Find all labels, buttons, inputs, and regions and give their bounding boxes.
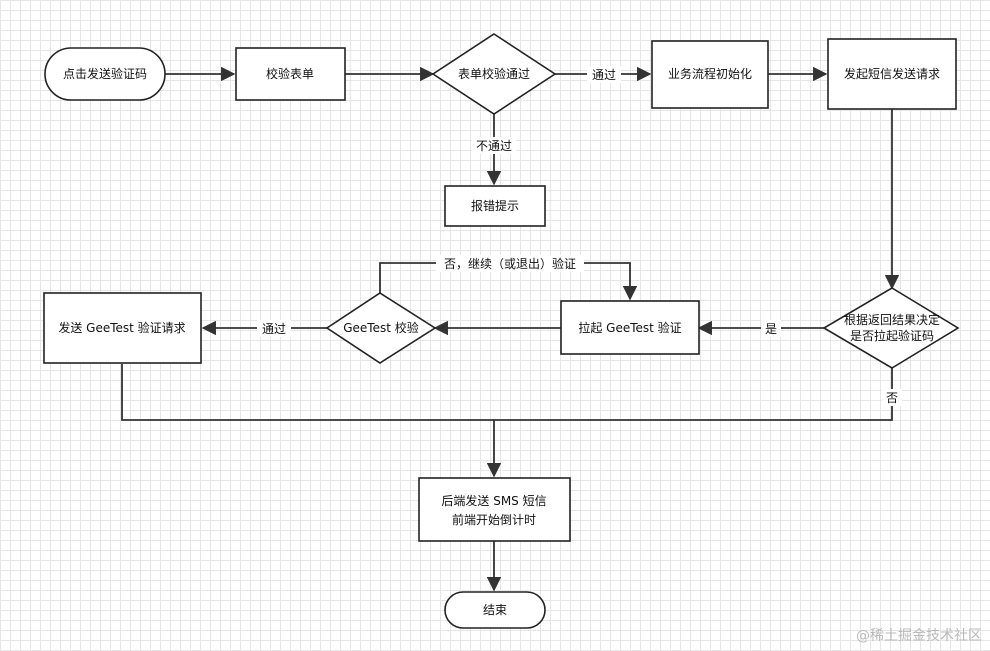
- svg-text:是: 是: [765, 322, 777, 336]
- svg-text:前端开始倒计时: 前端开始倒计时: [452, 512, 536, 527]
- svg-text:发送 GeeTest 验证请求: 发送 GeeTest 验证请求: [58, 320, 185, 335]
- svg-text:通过: 通过: [262, 322, 286, 336]
- node-end: 结束: [444, 591, 546, 629]
- node-form-check-decision: 表单校验通过: [431, 33, 557, 115]
- svg-text:是否拉起验证码: 是否拉起验证码: [850, 328, 934, 343]
- edge-send-geetest-down: [121, 364, 494, 421]
- edge-label-retry: 否，继续（或退出）验证: [436, 255, 584, 272]
- svg-text:表单校验通过: 表单校验通过: [458, 66, 530, 81]
- node-decide-captcha: 根据返回结果决定 是否拉起验证码: [822, 287, 960, 369]
- node-start: 点击发送验证码: [44, 47, 166, 101]
- svg-text:报错提示: 报错提示: [471, 198, 519, 213]
- node-pull-geetest: 拉起 GeeTest 验证: [560, 300, 700, 355]
- edge-label-fail-1: 不通过: [472, 137, 516, 154]
- edge-label-pass-1: 通过: [587, 66, 621, 83]
- watermark: @稀土掘金技术社区: [856, 628, 982, 644]
- node-init-flow: 业务流程初始化: [651, 40, 769, 109]
- edge-label-yes: 是: [761, 320, 781, 337]
- svg-text:根据返回结果决定: 根据返回结果决定: [844, 312, 940, 327]
- edge-decide-no: [494, 368, 893, 421]
- svg-text:否: 否: [886, 391, 898, 405]
- edge-label-pass-2: 通过: [257, 320, 291, 337]
- node-error-tip: 报错提示: [444, 185, 546, 227]
- svg-text:GeeTest 校验: GeeTest 校验: [343, 320, 419, 335]
- svg-text:点击发送验证码: 点击发送验证码: [63, 66, 147, 81]
- svg-text:否，继续（或退出）验证: 否，继续（或退出）验证: [444, 256, 576, 271]
- svg-text:校验表单: 校验表单: [266, 66, 314, 81]
- svg-text:业务流程初始化: 业务流程初始化: [668, 66, 752, 81]
- node-backend-send-sms: 后端发送 SMS 短信 前端开始倒计时: [418, 477, 571, 542]
- node-geetest-check-decision: GeeTest 校验: [325, 292, 437, 364]
- node-send-sms-request: 发起短信发送请求: [827, 38, 957, 110]
- svg-text:结束: 结束: [483, 603, 507, 617]
- svg-text:后端发送 SMS 短信: 后端发送 SMS 短信: [441, 493, 546, 508]
- node-send-geetest-request: 发送 GeeTest 验证请求: [43, 292, 202, 364]
- svg-text:通过: 通过: [592, 68, 616, 82]
- svg-text:发起短信发送请求: 发起短信发送请求: [844, 66, 940, 81]
- edge-label-no: 否: [882, 389, 902, 406]
- svg-text:拉起 GeeTest 验证: 拉起 GeeTest 验证: [578, 320, 681, 335]
- node-validate-form: 校验表单: [235, 47, 346, 101]
- svg-text:不通过: 不通过: [476, 139, 512, 153]
